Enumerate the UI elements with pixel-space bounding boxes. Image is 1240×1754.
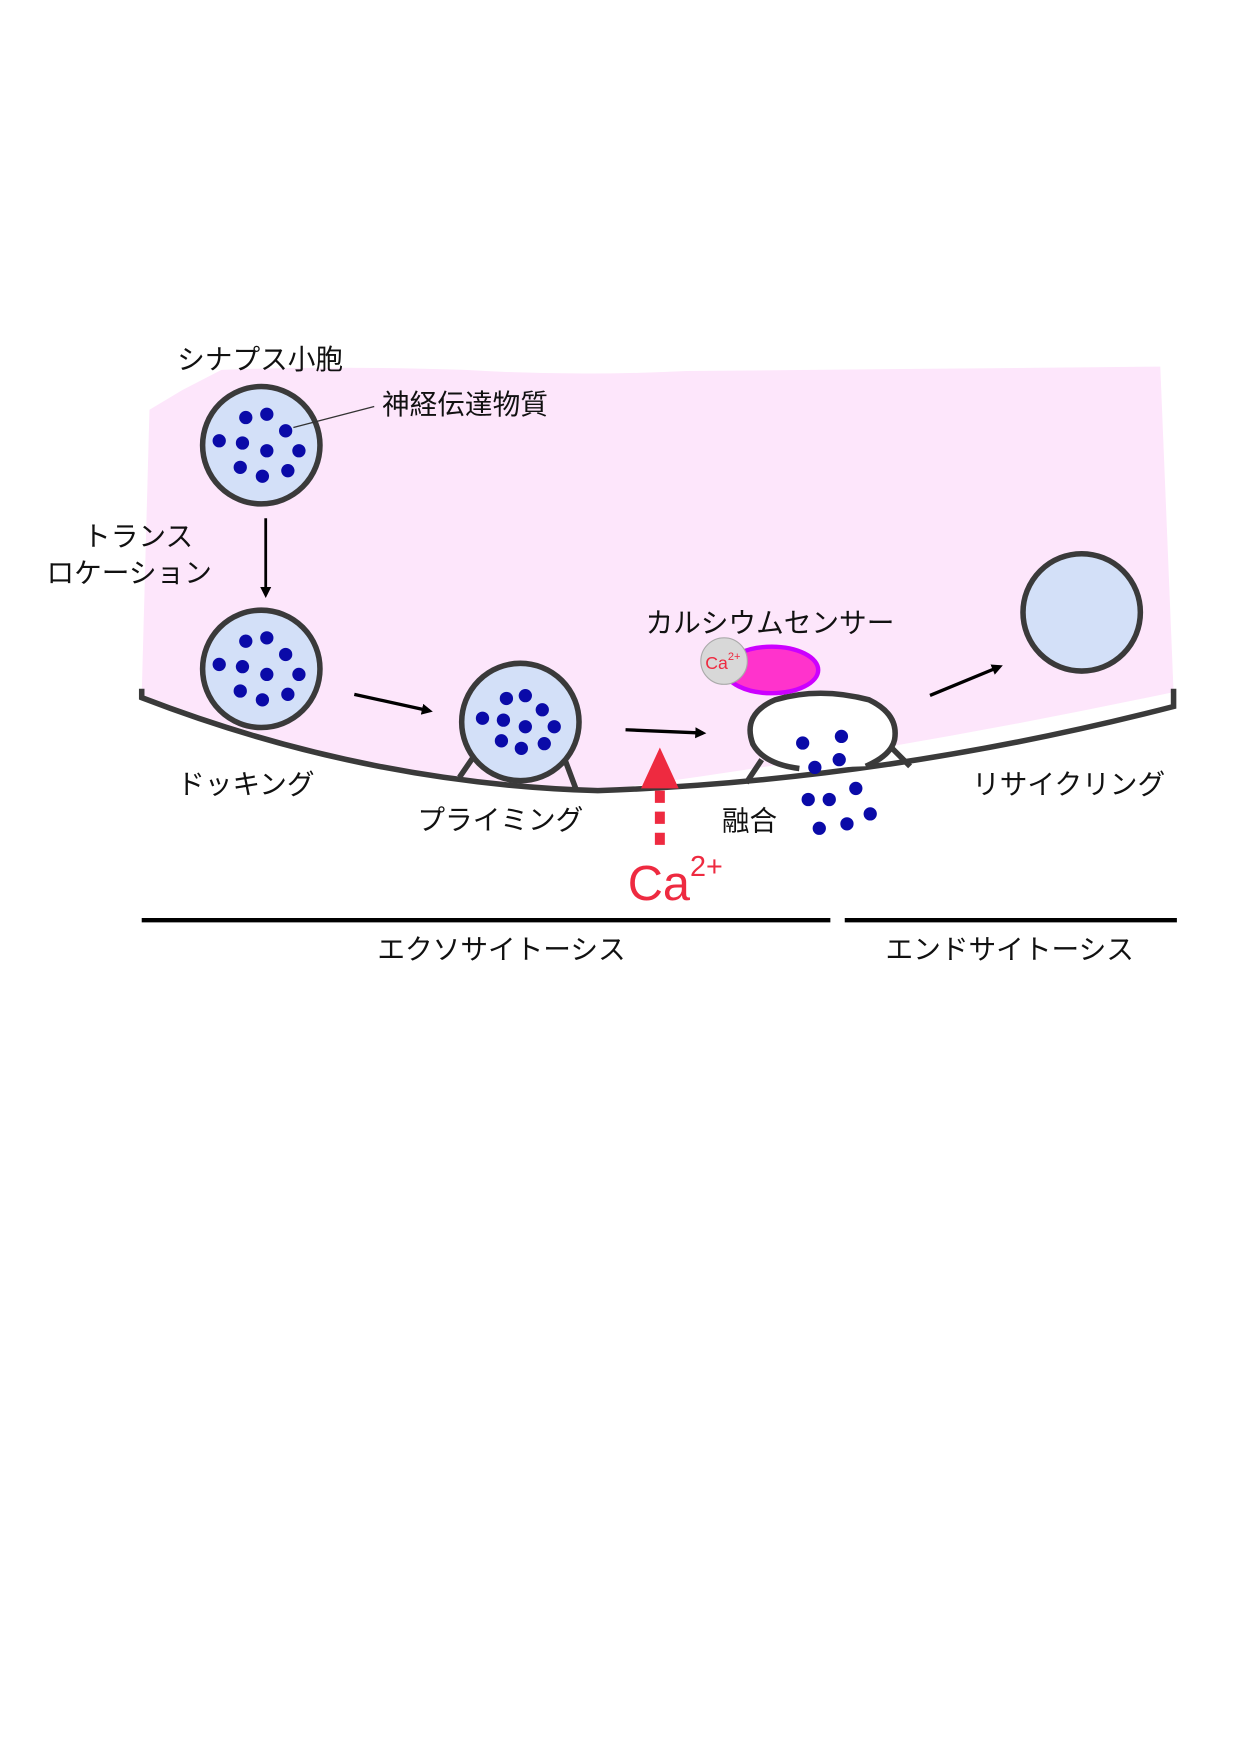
neurotransmitter-dot — [494, 734, 509, 748]
label-translocation-2: ロケーション — [46, 557, 211, 590]
neurotransmitter-dot — [812, 821, 826, 835]
calcium-arrow-head — [641, 747, 679, 789]
neurotransmitter-dot — [808, 760, 822, 775]
neurotransmitter-pointer-line — [293, 405, 375, 429]
primed-vesicle — [458, 660, 582, 784]
neurotransmitter-dot — [233, 684, 247, 698]
recycling-arrow — [929, 664, 1003, 697]
neurotransmitter-dot — [496, 713, 511, 727]
neurotransmitter-dot — [537, 737, 551, 751]
neurotransmitter-dot — [535, 703, 549, 717]
neurotransmitter-dot — [260, 444, 274, 458]
neurotransmitter-dot — [255, 693, 270, 707]
cell-membrane — [138, 688, 1177, 794]
label-priming: プライミング — [417, 803, 583, 836]
neurotransmitter-dot — [233, 460, 247, 474]
calcium-ion-label: Ca2+ — [628, 851, 723, 911]
cytoplasm-region — [141, 366, 1174, 791]
calcium-ion-bound — [700, 637, 748, 685]
neurotransmitter-dot — [514, 741, 528, 755]
neurotransmitter-dot — [499, 691, 514, 706]
neurotransmitter-dot — [235, 660, 250, 674]
neurotransmitter-dot — [475, 711, 490, 725]
neurotransmitter-dot — [212, 657, 226, 672]
recycled-vesicle — [1020, 550, 1144, 674]
neurotransmitter-dot — [547, 720, 561, 734]
neurotransmitter-dot — [518, 689, 532, 703]
neurotransmitter-dot — [832, 753, 846, 767]
neurotransmitter-dot — [281, 687, 295, 701]
label-endocytosis: エンドサイトーシス — [886, 933, 1134, 966]
neurotransmitter-dot — [292, 667, 306, 682]
neurotransmitter-dot — [849, 781, 863, 796]
fusing-vesicle — [747, 690, 898, 772]
neurotransmitter-dot — [281, 464, 295, 478]
neurotransmitter-dot — [292, 444, 306, 458]
neurotransmitter-dot — [279, 424, 293, 438]
neurotransmitter-dot — [239, 634, 253, 648]
neurotransmitter-dot — [801, 792, 815, 807]
neurotransmitter-dot — [822, 792, 836, 807]
label-fusion: 融合 — [722, 805, 777, 838]
priming-to-fusion-arrow — [625, 727, 707, 739]
label-synaptic-vesicle: シナプス小胞 — [177, 343, 343, 376]
neurotransmitter-dot — [260, 631, 274, 645]
label-translocation-1: トランス — [83, 520, 193, 553]
neurotransmitter-dot — [796, 736, 810, 750]
label-recycling: リサイクリング — [972, 768, 1165, 801]
neurotransmitter-dot — [260, 407, 274, 421]
neurotransmitter-dot — [518, 720, 532, 734]
sensor-ion-label: Ca2+ — [705, 651, 740, 673]
neurotransmitter-dot — [212, 434, 226, 448]
label-exocytosis: エクソサイトーシス — [377, 933, 625, 966]
neurotransmitter-dot — [255, 469, 270, 483]
neurotransmitter-dot — [279, 647, 293, 662]
label-neurotransmitter: 神経伝達物質 — [382, 388, 548, 421]
docking-to-priming-arrow — [353, 692, 433, 715]
label-calcium-sensor: カルシウムセンサー — [645, 606, 894, 639]
neurotransmitter-dot — [239, 410, 253, 425]
neurotransmitter-dot — [840, 817, 854, 831]
neurotransmitter-dot — [235, 436, 250, 450]
neurotransmitter-dot — [260, 667, 274, 682]
label-docking: ドッキング — [177, 768, 314, 801]
fusion-legs — [743, 746, 913, 785]
neurotransmitter-dot — [863, 807, 877, 821]
neurotransmitter-dot — [834, 729, 849, 744]
